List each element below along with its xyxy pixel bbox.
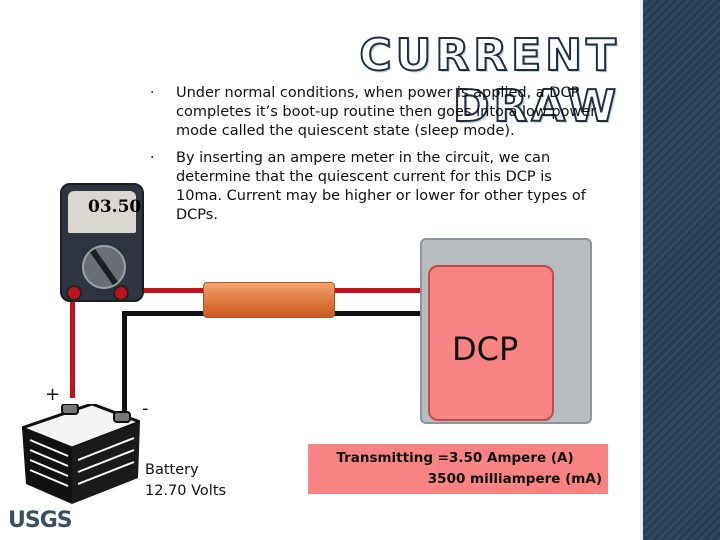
meter-face (68, 191, 136, 233)
negative-terminal-label: - (142, 398, 149, 419)
red-wire-down (70, 290, 75, 398)
meter-reading: 03.50 (88, 197, 142, 217)
bullet-text: By inserting an ampere meter in the circ… (176, 150, 586, 223)
transmit-line-2: 3500 milliampere (mA) (427, 471, 602, 487)
positive-terminal-label: + (45, 384, 61, 405)
bullet-item: · By inserting an ampere meter in the ci… (150, 149, 600, 225)
bullet-marker: · (150, 85, 155, 101)
dcp-label: DCP (452, 330, 519, 368)
ampere-meter (60, 183, 144, 302)
bullet-marker: · (150, 150, 155, 166)
battery-label-line-1: Battery (145, 462, 199, 478)
inline-fuse-holder (203, 282, 335, 318)
usgs-logo: USGS (8, 508, 73, 533)
bullet-list: · Under normal conditions, when power is… (150, 84, 600, 233)
red-probe-icon (66, 285, 82, 301)
bullet-item: · Under normal conditions, when power is… (150, 84, 600, 141)
slide-title: CURRENT DRAW (358, 29, 620, 133)
battery-label: Battery 12.70 Volts (145, 460, 226, 502)
transmit-line-1: Transmitting =3.50 Ampere (A) (336, 450, 574, 466)
transmit-box: Transmitting =3.50 Ampere (A) 3500 milli… (308, 444, 608, 494)
battery-icon (22, 404, 140, 504)
black-wire-down (122, 311, 127, 411)
battery-label-line-2: 12.70 Volts (145, 483, 227, 499)
bullet-text: Under normal conditions, when power is a… (176, 85, 597, 139)
dcp-panel (428, 265, 554, 421)
meter-dial-icon (82, 245, 126, 289)
decorative-sidebar (640, 0, 720, 540)
black-probe-icon (113, 285, 129, 301)
